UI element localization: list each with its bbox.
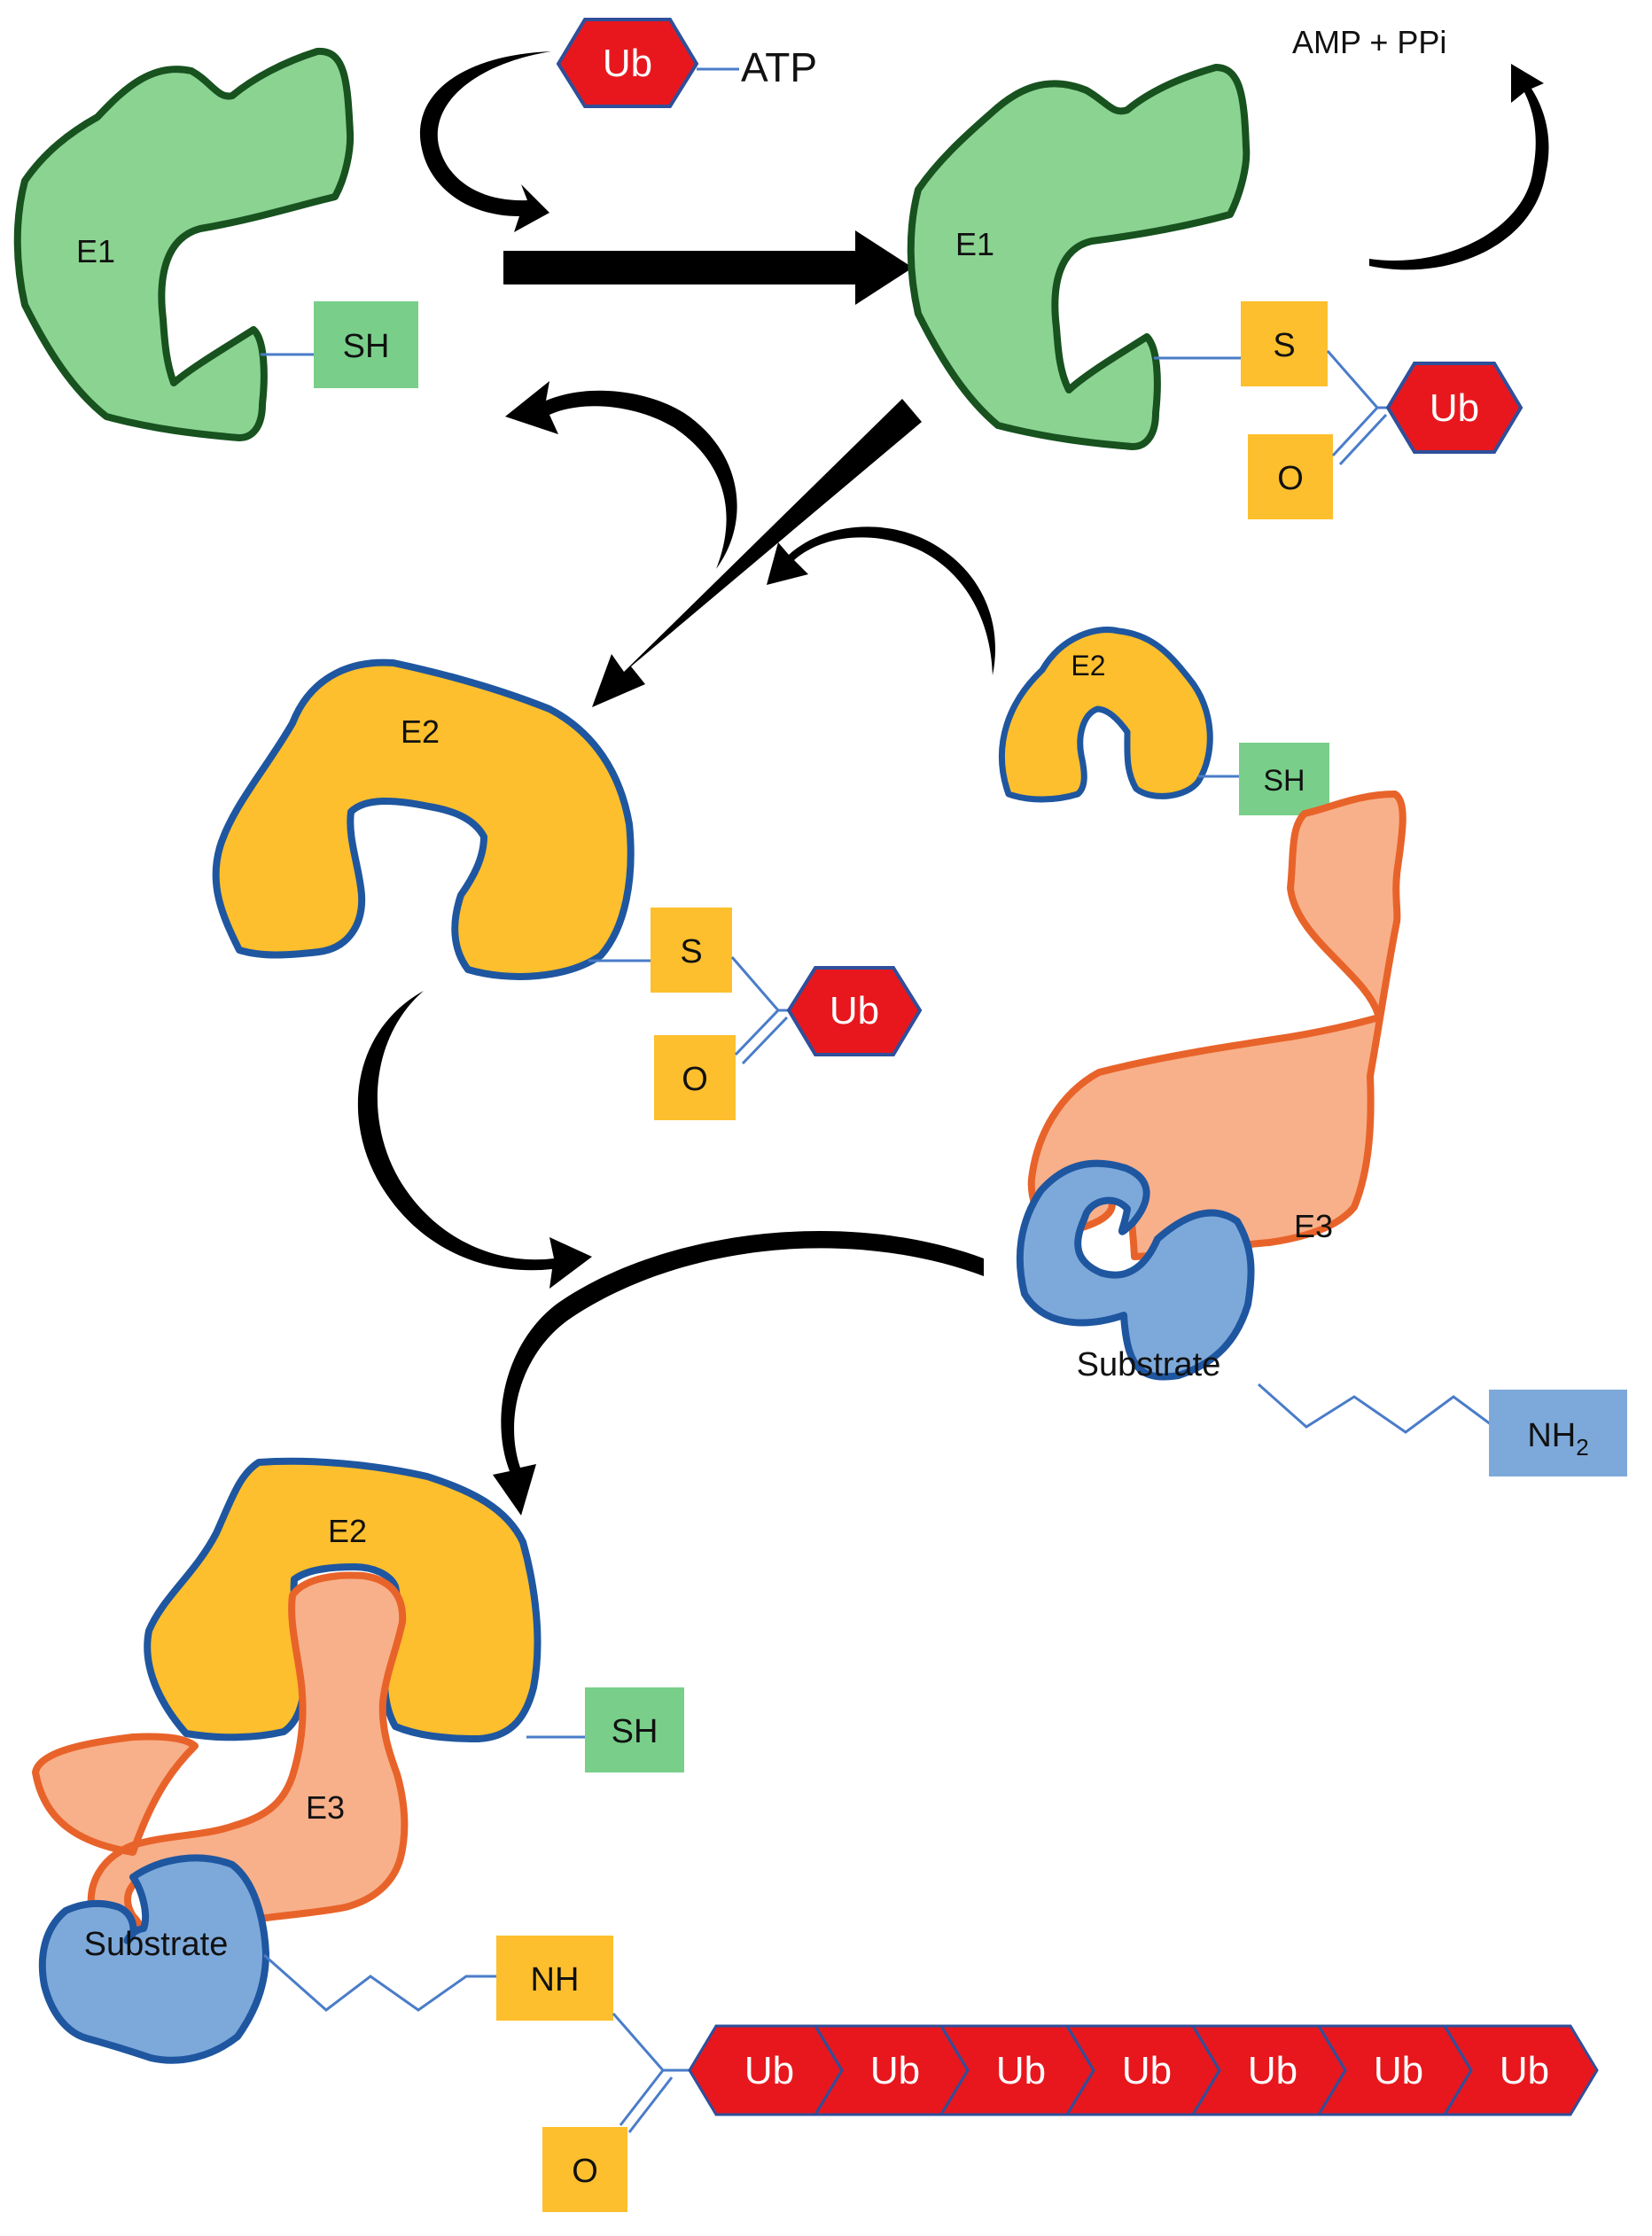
e1-label: E1 bbox=[76, 233, 115, 269]
e1-sh-label: SH bbox=[343, 328, 390, 365]
polyubiquitin-chain: Ub Ub Ub Ub Ub Ub Ub bbox=[688, 2024, 1599, 2116]
diagonal-arrow bbox=[592, 399, 922, 707]
ub-chain-block-7 bbox=[1442, 2024, 1599, 2116]
e2-ub-hexagon bbox=[786, 966, 923, 1056]
final-complex: E2 SH E3 Substrate NH O Ub Ub Ub Ub Ub Ub Ub bbox=[32, 1457, 1599, 2212]
final-nh-label: NH bbox=[531, 1961, 580, 1998]
e1-enzyme-shape bbox=[13, 47, 355, 441]
e2-free-label: E2 bbox=[1071, 650, 1105, 682]
e1-label-2: E1 bbox=[955, 226, 994, 262]
final-e2-label: E2 bbox=[328, 1513, 367, 1549]
final-substrate-shape bbox=[38, 1854, 269, 2064]
e2-enzyme-shape bbox=[212, 658, 635, 980]
e1-enzyme-shape-2 bbox=[907, 64, 1251, 450]
ub-chain-label-3: Ub bbox=[996, 2049, 1046, 2092]
e2-co-bond-b bbox=[741, 1016, 789, 1065]
e2-o-label: O bbox=[682, 1061, 708, 1098]
e1-ub-label: Ub bbox=[1430, 386, 1479, 430]
final-sh-label: SH bbox=[612, 1713, 658, 1750]
final-n-c-bond bbox=[612, 2013, 665, 2071]
substrate-label: Substrate bbox=[1077, 1346, 1221, 1383]
ub-hexagon bbox=[556, 18, 699, 108]
e2-s-box bbox=[651, 908, 732, 993]
curved-arrow-e2-down bbox=[357, 991, 592, 1289]
e1-ub-hexagon bbox=[1385, 362, 1523, 454]
e1-sh-box bbox=[314, 301, 418, 388]
e1-co-bond-b bbox=[1338, 413, 1388, 466]
e2-free-sh-label: SH bbox=[1263, 764, 1305, 798]
curved-arrow-e3-join bbox=[493, 1231, 984, 1515]
final-o-box bbox=[542, 2127, 627, 2212]
curved-arrow-ub-in bbox=[419, 51, 551, 232]
e2-o-box bbox=[654, 1035, 736, 1120]
final-sh-box bbox=[585, 1687, 684, 1772]
nh2-subscript: 2 bbox=[1576, 1434, 1588, 1461]
e2-ub-label: Ub bbox=[830, 989, 879, 1032]
curved-arrow-amp-out bbox=[1369, 64, 1549, 270]
final-co-bond-b bbox=[627, 2076, 674, 2133]
e1-s-box bbox=[1241, 301, 1328, 386]
e1-ub-thioester: E1 S O Ub bbox=[907, 64, 1523, 519]
final-nh-box bbox=[496, 1936, 613, 2021]
e3-substrate-complex: E3 Substrate NH2 bbox=[1016, 791, 1627, 1476]
curved-arrow-e2-enter bbox=[767, 526, 996, 675]
e1-o-label: O bbox=[1277, 460, 1304, 497]
e1-s-c-bond bbox=[1326, 350, 1379, 409]
e1-co-bond-a bbox=[1331, 406, 1379, 457]
amp-ppi-label: AMP + PPi bbox=[1292, 24, 1446, 60]
reaction-arrows bbox=[357, 51, 1549, 1515]
e2-s-label: S bbox=[680, 933, 702, 970]
final-o-label: O bbox=[572, 2153, 598, 2190]
substrate-shape bbox=[1016, 1159, 1255, 1381]
final-co-bond-a bbox=[619, 2069, 665, 2126]
e2-free-shape bbox=[999, 627, 1213, 803]
atp-label: ATP bbox=[741, 44, 817, 90]
e3-label: E3 bbox=[1294, 1208, 1333, 1244]
ub-chain-label-1: Ub bbox=[744, 2049, 794, 2092]
ub-atp: Ub ATP bbox=[556, 18, 817, 108]
e2-free-sh-box bbox=[1239, 743, 1329, 815]
curved-arrow-e1-release bbox=[505, 381, 737, 569]
ub-chain-label-4: Ub bbox=[1122, 2049, 1172, 2092]
ub-chain-label-6: Ub bbox=[1374, 2049, 1423, 2092]
ub-label: Ub bbox=[603, 42, 652, 85]
e2-s-c-bond bbox=[730, 956, 780, 1011]
final-e3-label: E3 bbox=[306, 1789, 345, 1826]
ub-chain-label-5: Ub bbox=[1248, 2049, 1297, 2092]
ub-chain-label-2: Ub bbox=[870, 2049, 920, 2092]
e1-free: E1 SH bbox=[13, 47, 418, 441]
e1-s-label: S bbox=[1273, 327, 1295, 364]
e1-o-box bbox=[1248, 434, 1333, 519]
main-arrow-right bbox=[503, 230, 913, 305]
e2-co-bond-a bbox=[734, 1009, 780, 1056]
e2-ub-thioester: E2 S O Ub bbox=[212, 658, 923, 1120]
nh2-box bbox=[1489, 1390, 1627, 1476]
final-substrate-label: Substrate bbox=[84, 1926, 229, 1963]
nh2-main: NH bbox=[1527, 1417, 1576, 1454]
e2-label: E2 bbox=[401, 713, 440, 750]
nh2-label: NH2 bbox=[1527, 1417, 1588, 1461]
final-lysine-chain bbox=[263, 1953, 496, 2012]
ub-chain-label-7: Ub bbox=[1500, 2049, 1549, 2092]
e2-free: E2 SH bbox=[999, 627, 1329, 815]
